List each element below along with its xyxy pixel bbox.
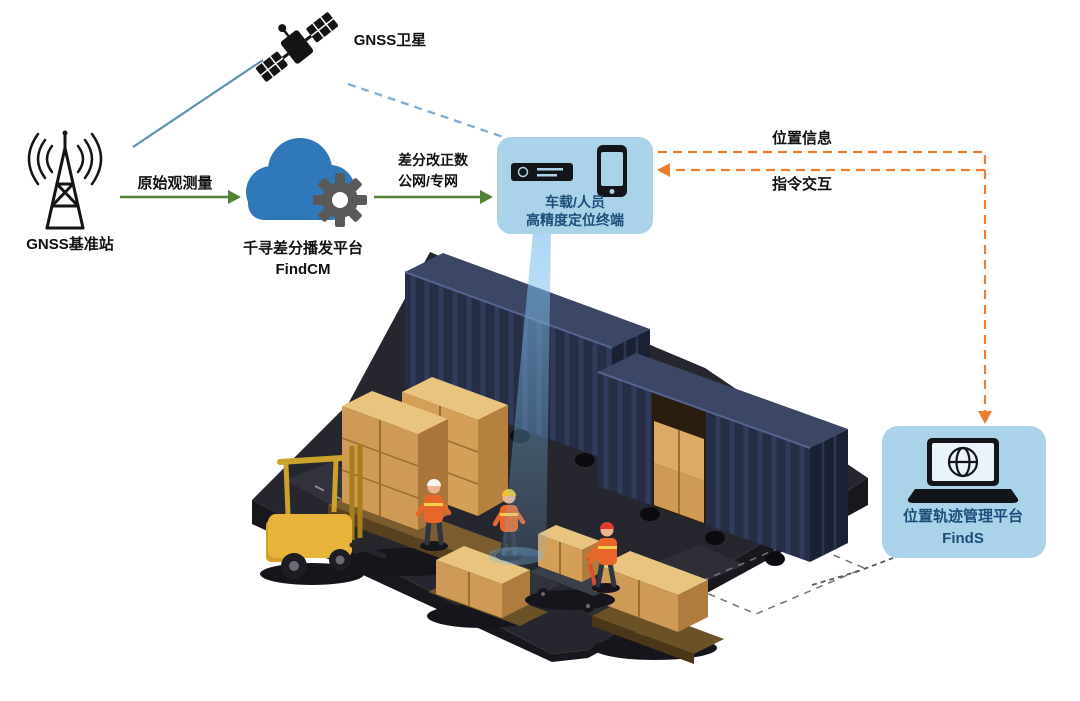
worker-illustration-1 — [415, 479, 452, 551]
link-command-arrow — [657, 163, 985, 177]
findcm-title: 千寻差分播发平台 — [242, 240, 364, 257]
correction-label-line1: 差分改正数 — [398, 152, 468, 168]
warehouse-illustration — [252, 252, 894, 664]
terminal-title: 车载/人员 — [545, 194, 605, 210]
findcm-product: FindCM — [275, 261, 331, 278]
smartphone-icon — [597, 145, 627, 197]
box-right — [592, 551, 724, 664]
position-info-label: 位置信息 — [771, 130, 833, 147]
link-position-info-arrow — [658, 150, 992, 424]
gear-icon — [313, 173, 367, 227]
cloud-gear-icon — [246, 138, 367, 227]
satellite-icon — [256, 12, 338, 82]
correction-label-line2: 公网/专网 — [398, 173, 458, 189]
forklift-illustration — [260, 444, 387, 585]
terminal-subtitle: 高精度定位终端 — [526, 212, 624, 228]
receiver-icon — [511, 163, 573, 181]
command-label: 指令交互 — [771, 176, 833, 193]
terminal-node — [497, 137, 653, 234]
worker-illustration-3 — [586, 522, 620, 593]
link-satellite-to-base-station — [132, 59, 264, 148]
raw-observation-label: 原始观测量 — [137, 175, 213, 192]
globe-icon — [947, 446, 979, 478]
radio-tower-icon — [27, 130, 103, 230]
positioning-beam — [488, 232, 551, 565]
finds-node — [882, 426, 1046, 558]
link-raw-observation-arrow — [120, 190, 241, 204]
laptop-globe-icon — [907, 438, 1019, 503]
container-open-door — [652, 391, 706, 525]
base-station-label: GNSS基准站 — [26, 236, 114, 253]
link-satellite-to-terminal — [347, 82, 513, 142]
container-2 — [597, 353, 848, 566]
finds-title: 位置轨迹管理平台 — [902, 508, 1024, 525]
finds-product: FindS — [942, 530, 984, 547]
satellite-label: GNSS卫星 — [353, 32, 427, 49]
box-center — [427, 546, 548, 628]
link-correction-arrow — [374, 190, 493, 204]
